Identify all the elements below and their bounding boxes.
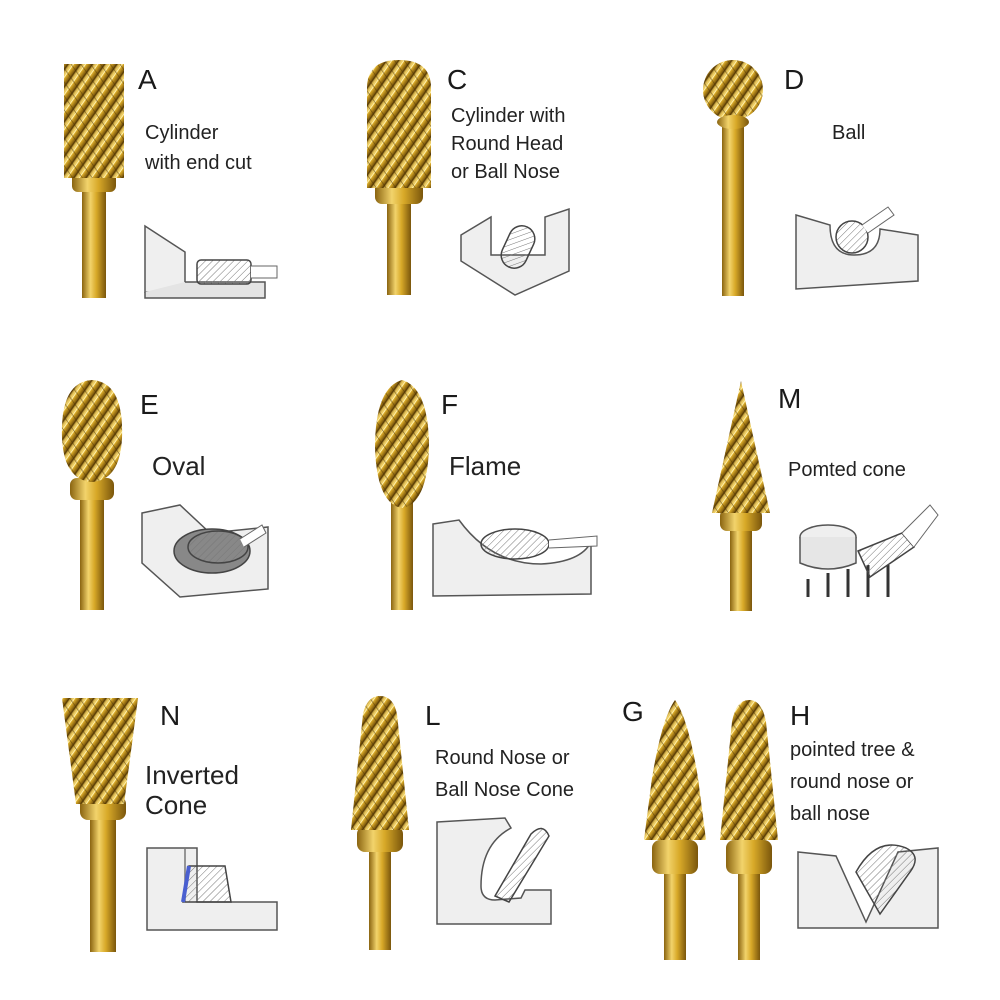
burr-l-description: Round Nose or Ball Nose Cone [435,742,574,806]
burr-a-panel: A Cylinder with end cut [0,0,333,333]
burr-a-letter: A [138,64,157,95]
burr-a-usage-diagram [144,224,278,299]
burr-l-usage-diagram [436,817,552,925]
burr-n-bit [62,698,138,952]
burr-n-desc-line: Inverted [145,760,239,790]
burr-c-desc-line: Cylinder with [451,105,566,127]
burr-d-bit [703,60,763,296]
burr-c-desc-line: or Ball Nose [451,161,560,183]
burr-g-bit [644,700,706,960]
burr-d-usage-diagram [795,206,919,290]
burr-a-bit [64,64,124,298]
burr-m-description: Pomted cone [788,455,906,485]
burr-f-usage-diagram [432,519,598,597]
burr-g-letter: G [622,696,644,727]
burr-f-description: Flame [449,451,521,481]
burr-l-letter: L [425,700,441,731]
burr-l-desc-line: Round Nose or [435,747,570,769]
burr-n-description: Inverted Cone [145,760,239,820]
burr-f-letter: F [441,389,459,420]
burr-h-desc-line: round nose or [790,771,914,793]
burr-c-usage-diagram [460,207,570,296]
burr-m-desc-line: Pomted cone [788,459,906,481]
burr-e-description: Oval [152,451,205,481]
burr-h-usage-diagram [797,844,939,929]
burr-n-usage-diagram [146,847,278,931]
burr-e-panel: E Oval [0,333,333,666]
burr-a-description: Cylinder with end cut [145,118,252,178]
burr-a-desc-line: with end cut [145,152,252,174]
burr-l-bit [351,696,409,950]
burr-gh-panel: G H pointed tree & round nose or ball no… [616,666,1000,999]
burr-l-panel: L Round Nose or Ball Nose Cone [333,666,666,999]
burr-m-bit [712,381,770,611]
burr-n-letter: N [160,700,181,731]
burr-e-desc-line: Oval [152,451,206,481]
burr-e-letter: E [140,389,159,420]
burr-c-letter: C [447,64,468,95]
burr-e-usage-diagram [141,504,269,598]
burr-a-desc-line: Cylinder [145,122,219,144]
burr-d-letter: D [784,64,805,95]
burr-f-panel: F Flame [333,333,666,666]
burr-h-desc-line: ball nose [790,803,871,825]
burr-c-panel: C Cylinder with Round Head or Ball Nose [333,0,666,333]
burr-m-usage-diagram [799,504,939,597]
burr-c-description: Cylinder with Round Head or Ball Nose [451,102,565,186]
burr-l-desc-line: Ball Nose Cone [435,779,574,801]
burr-d-panel: D Ball [666,0,999,333]
burr-f-bit [375,380,429,610]
burr-c-bit [367,60,431,295]
burr-n-panel: N Inverted Cone [0,666,333,999]
burr-h-description: pointed tree & round nose or ball nose [790,734,915,830]
burr-f-desc-line: Flame [449,451,522,481]
burr-h-bit [720,700,778,960]
burr-m-panel: M Pomted cone [666,333,999,666]
burr-e-bit [61,380,123,610]
burr-n-desc-line: Cone [145,790,208,820]
burr-d-desc-line: Ball [832,122,866,144]
burr-m-letter: M [778,383,802,414]
burr-h-letter: H [790,700,811,731]
burr-c-desc-line: Round Head [451,133,564,155]
burr-d-description: Ball [832,118,865,148]
burr-h-desc-line: pointed tree & [790,739,915,761]
